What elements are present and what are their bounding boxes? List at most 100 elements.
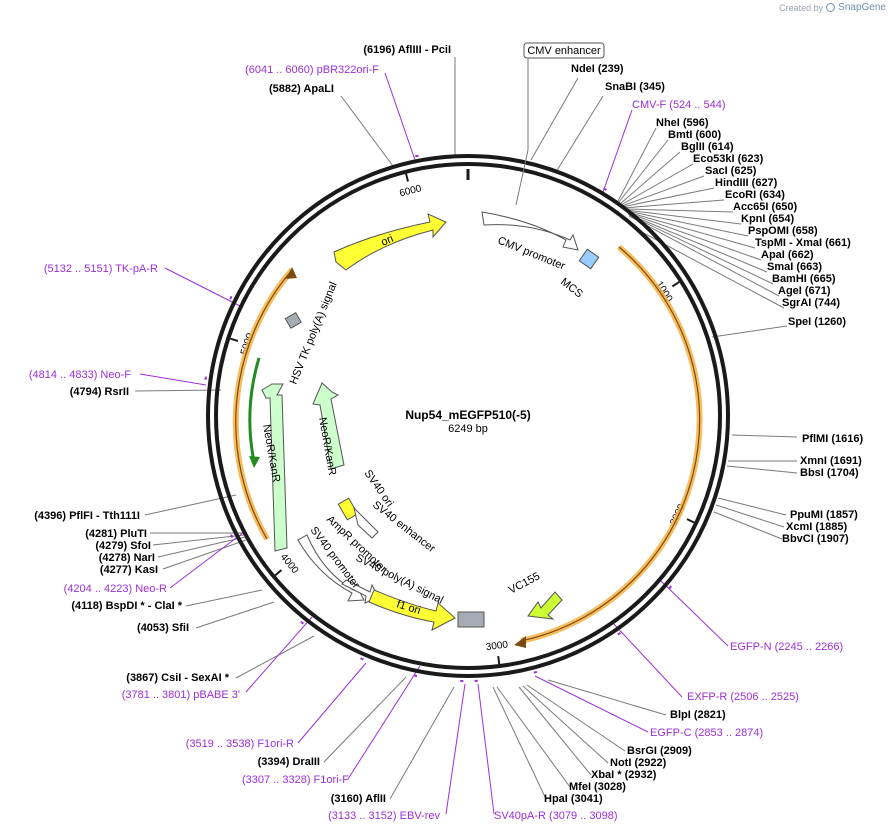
leader-rsrii bbox=[134, 389, 222, 392]
leader-neo-f bbox=[139, 373, 207, 386]
leader-acc65i bbox=[624, 208, 734, 213]
site-labels: (6196) AflIII - PciI (5882) ApaLI NdeI (… bbox=[34, 44, 863, 805]
cmv-enhancer-callout: CMV enhancer bbox=[515, 42, 605, 206]
primer-label-pbr322ori-f: (6041 .. 6060) pBR322ori-F bbox=[245, 64, 379, 76]
leader-aflii bbox=[389, 686, 455, 800]
egfp-orf-arc bbox=[520, 244, 703, 644]
site-label-kasi: (4277) KasI bbox=[100, 564, 158, 576]
leader-smai bbox=[627, 213, 768, 273]
leader-egfp-n bbox=[659, 579, 729, 647]
primer-tick-egfp-n bbox=[668, 585, 673, 590]
leader-sexai bbox=[235, 635, 315, 679]
site-label-kpni: KpnI (654) bbox=[741, 213, 795, 225]
primer-label-egfp-c: EGFP-C (2853 .. 2874) bbox=[650, 727, 763, 739]
site-label-smai: SmaI (663) bbox=[767, 261, 822, 273]
primer-ticks bbox=[204, 154, 673, 682]
neo-orf-arc-core bbox=[235, 269, 293, 540]
sv40-enhancer-label: SV40 enhancer bbox=[370, 499, 437, 555]
primer-tick-f1ori-f bbox=[413, 674, 418, 678]
site-label-pcii: (6196) AflIII - PciI bbox=[363, 44, 451, 56]
ori-feature bbox=[333, 213, 447, 271]
leader-nari bbox=[157, 536, 246, 558]
site-label-spei: SpeI (1260) bbox=[788, 316, 846, 328]
primer-label-exfp-r: EXFP-R (2506 .. 2525) bbox=[687, 691, 799, 703]
primer-tick-pbr322ori-f bbox=[415, 154, 419, 158]
primer-tick-egfp-c bbox=[533, 670, 538, 674]
leader-eco53ki bbox=[620, 163, 694, 206]
site-label-sexai: (3867) CsiI - SexAI * bbox=[126, 672, 229, 684]
leader-sfii bbox=[195, 601, 275, 629]
leader-xmai bbox=[626, 211, 756, 249]
ori-label: ori bbox=[379, 233, 395, 249]
leader-clai bbox=[185, 589, 263, 607]
cmv-enhancer-label: CMV enhancer bbox=[527, 45, 601, 57]
tick-marks bbox=[229, 169, 695, 665]
site-label-saci: SacI (625) bbox=[705, 165, 757, 177]
site-label-hpai: HpaI (3041) bbox=[544, 793, 603, 805]
leader-spei bbox=[711, 325, 788, 338]
site-label-tth111i: (4396) PflFI - Tth111I bbox=[34, 510, 140, 522]
snapgene-watermark: Created by SnapGene bbox=[779, 2, 886, 13]
neor-inner-feature bbox=[312, 382, 345, 470]
primer-tick-f1ori-r bbox=[360, 657, 364, 661]
site-label-agei: AgeI (671) bbox=[778, 285, 831, 297]
leader-xcmi bbox=[715, 504, 785, 528]
site-label-hindiii: HindIII (627) bbox=[715, 177, 778, 189]
leader-bglii bbox=[619, 151, 681, 205]
primer-label-pbabe3: (3781 .. 3801) pBABE 3' bbox=[122, 689, 240, 701]
snapgene-logo-icon bbox=[826, 3, 836, 12]
site-label-apali: (5882) ApaLI bbox=[269, 83, 334, 95]
mcs-label: MCS bbox=[558, 276, 585, 301]
leader-neo-r bbox=[169, 531, 245, 589]
neo-arc-arrowhead bbox=[286, 267, 297, 279]
primer-tick-exfp-r bbox=[617, 631, 621, 636]
leader-bbsi bbox=[726, 465, 798, 474]
mcs-feature bbox=[578, 248, 600, 270]
leader-bsrgi bbox=[526, 684, 626, 752]
site-label-eco53ki: Eco53kI (623) bbox=[693, 153, 764, 165]
tick-4000 bbox=[274, 569, 283, 577]
primer-tick-pbabe-3- bbox=[300, 620, 305, 625]
primer-label-neo-r: (4204 .. 4223) Neo-R bbox=[64, 583, 167, 595]
leader-ndei bbox=[530, 77, 579, 161]
leader-xbai bbox=[518, 686, 592, 776]
tick-1000 bbox=[671, 281, 680, 288]
sv40-enhancer-feature bbox=[353, 506, 379, 539]
leader-apai bbox=[627, 212, 762, 261]
leader-pbabe3 bbox=[245, 616, 313, 693]
neo-green-arrowhead bbox=[249, 456, 260, 468]
tick-3000 bbox=[497, 655, 501, 665]
site-label-sgrai: SgrAI (744) bbox=[782, 297, 840, 309]
leader-pflmi bbox=[731, 434, 798, 438]
watermark-prefix: Created by bbox=[779, 2, 824, 13]
leader-hindiii bbox=[621, 187, 715, 208]
leader-tk-pa-r bbox=[164, 267, 241, 307]
orf-highlight-arcs bbox=[232, 244, 703, 644]
hsv-tk-label: HSV TK poly(A) signal bbox=[288, 280, 340, 386]
leader-agei bbox=[628, 215, 780, 297]
leader-blpi bbox=[547, 679, 667, 716]
cmv-enhancer-leader bbox=[515, 58, 529, 206]
tick-label-6000: 6000 bbox=[398, 183, 423, 199]
sv40-polya-feature bbox=[457, 611, 485, 628]
site-label-xcmi: XcmI (1885) bbox=[786, 521, 847, 533]
leader-egfp-c bbox=[534, 675, 649, 733]
leader-hpai bbox=[492, 686, 547, 800]
site-label-nhei: NheI (596) bbox=[656, 117, 709, 129]
site-label-pspomi: PspOMI (658) bbox=[748, 225, 818, 237]
tick-label-4000: 4000 bbox=[278, 552, 301, 576]
vc155-label: VC155 bbox=[507, 570, 542, 596]
leader-kasi bbox=[162, 539, 247, 570]
leader-bamhi bbox=[628, 214, 774, 285]
site-label-sfoi: (4279) SfoI bbox=[95, 540, 151, 552]
backbone-ring-inner bbox=[214, 162, 722, 670]
site-label-bglii: BglII (614) bbox=[681, 141, 734, 153]
leader-f1ori-f bbox=[347, 665, 421, 780]
plasmid-name: Nup54_mEGFP510(-5) bbox=[405, 408, 530, 422]
site-label-bbsi: BbsI (1704) bbox=[800, 467, 859, 479]
site-label-aflii: (3160) AflII bbox=[331, 793, 386, 805]
site-label-draiii: (3394) DraIII bbox=[258, 756, 320, 768]
leader-apali bbox=[340, 95, 394, 167]
leader-sv40pa-r bbox=[477, 683, 495, 815]
f1-ori-feature bbox=[368, 589, 456, 631]
